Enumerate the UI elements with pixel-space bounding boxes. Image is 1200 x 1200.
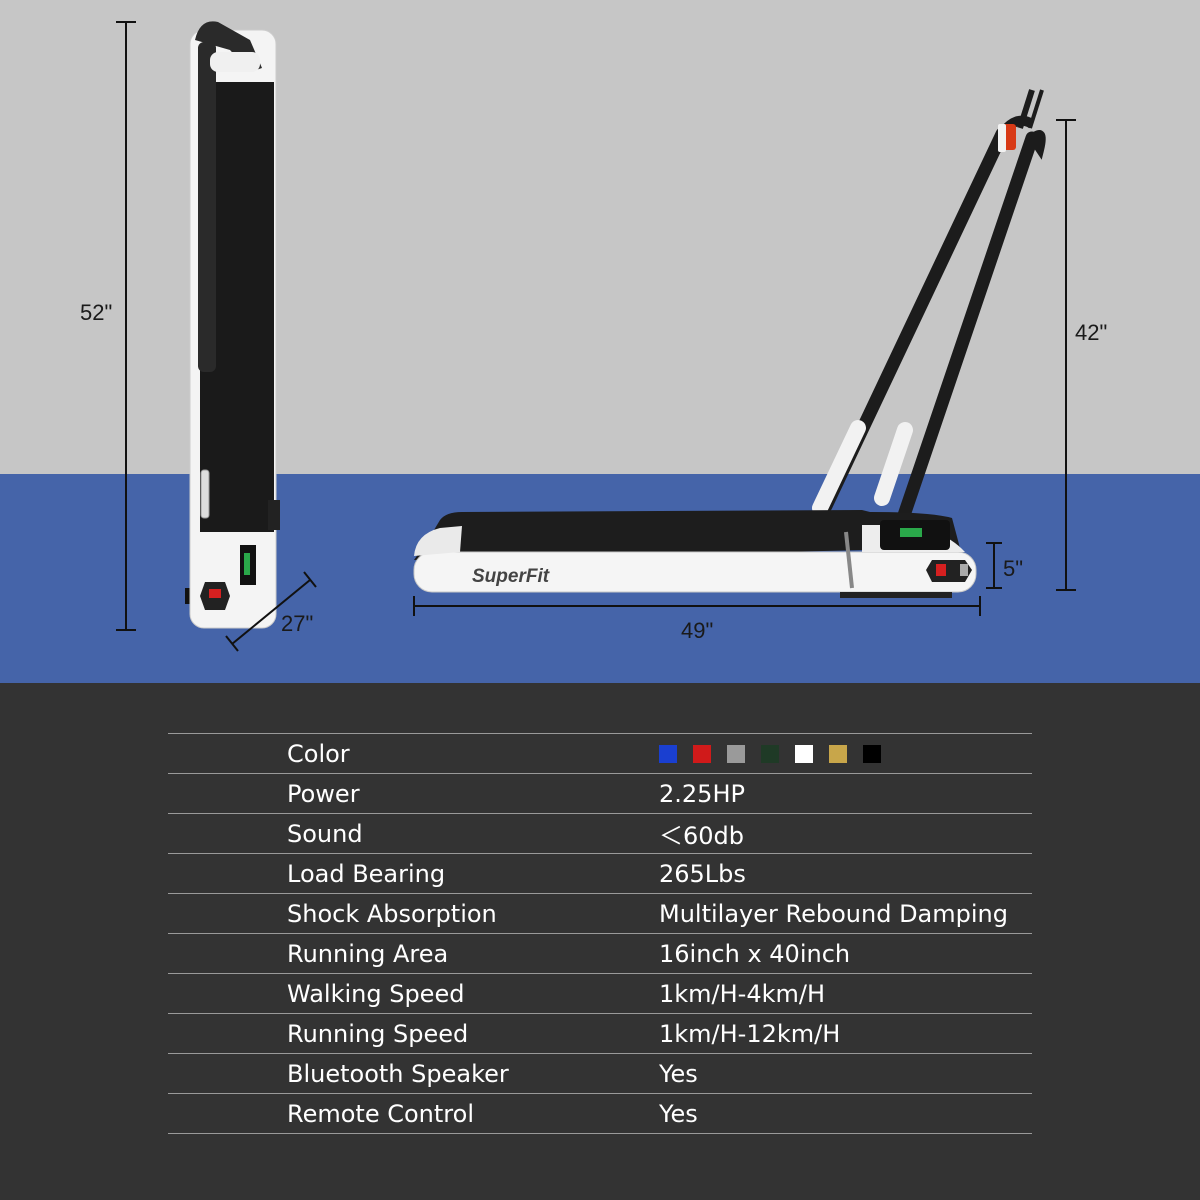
spec-label: Remote Control [168,1093,540,1134]
folded-treadmill [185,21,280,629]
table-row: Running Area 16inch x 40inch [168,933,1032,974]
spec-value: Multilayer Rebound Damping [540,893,1032,934]
spec-label: Bluetooth Speaker [168,1053,540,1094]
spec-label: Walking Speed [168,973,540,1014]
spec-value: 2.25HP [540,773,1032,814]
spec-label: Color [168,733,540,774]
brand-logo: SuperFit [472,566,550,587]
treadmill-illustration: SuperFit [0,0,1200,683]
deck-height-label: 5" [1003,556,1024,581]
table-row: Remote Control Yes [168,1093,1032,1134]
table-row: Power 2.25HP [168,773,1032,814]
color-swatch-red [693,744,711,763]
spec-label: Load Bearing [168,853,540,894]
spec-value [540,733,1032,774]
color-swatch-blue [659,744,677,763]
spec-label: Running Speed [168,1013,540,1054]
color-swatch-gold [829,744,847,763]
spec-value: 1km/H-4km/H [540,973,1032,1014]
length-label: 49" [681,618,714,643]
spec-value: 265Lbs [540,853,1032,894]
folded-height-label: 52" [80,300,113,325]
dimension-lines [116,21,1076,652]
unfolded-treadmill: SuperFit [413,89,1046,598]
table-row: Bluetooth Speaker Yes [168,1053,1032,1094]
spec-table: Color Power 2.25HP [168,733,1032,1134]
spec-label: Shock Absorption [168,893,540,934]
table-row: Color [168,733,1032,774]
handrail-height-label: 42" [1075,320,1108,345]
spec-label: Sound [168,813,540,854]
product-hero-image: SuperFit 52" 27" 42" 5" 49" [0,0,1200,683]
spec-label: Running Area [168,933,540,974]
spec-label: Power [168,773,540,814]
spec-value: 16inch x 40inch [540,933,1032,974]
color-swatch-black [863,744,881,763]
spec-value: Yes [540,1093,1032,1134]
color-swatches [659,744,1032,763]
table-row: Shock Absorption Multilayer Rebound Damp… [168,893,1032,934]
spec-value: 1km/H-12km/H [540,1013,1032,1054]
spec-value: ＜60db [540,813,1032,854]
folded-width-label: 27" [281,611,314,636]
table-row: Running Speed 1km/H-12km/H [168,1013,1032,1054]
wall [0,0,1200,474]
table-row: Sound ＜60db [168,813,1032,854]
color-swatch-dark-green [761,744,779,763]
color-swatch-white [795,744,813,763]
color-swatch-gray [727,744,745,763]
table-row: Load Bearing 265Lbs [168,853,1032,894]
spec-value: Yes [540,1053,1032,1094]
table-row: Walking Speed 1km/H-4km/H [168,973,1032,1014]
spec-panel: Color Power 2.25HP [0,683,1200,1200]
